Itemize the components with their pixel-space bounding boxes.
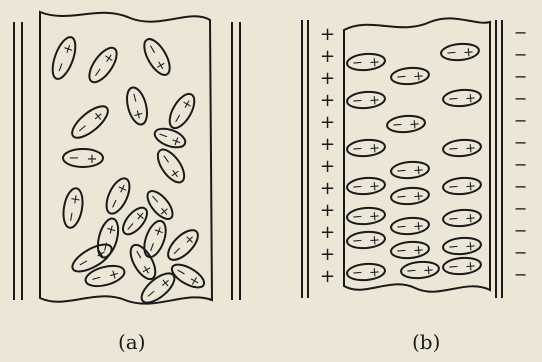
molecule-positive-sign: + xyxy=(465,179,477,195)
molecule-positive-sign: + xyxy=(369,141,381,157)
positive-plate-sign: + xyxy=(320,112,335,133)
positive-plate-sign: + xyxy=(320,134,335,155)
negative-plate-sign: − xyxy=(514,265,527,284)
molecule-negative-sign: − xyxy=(447,91,459,107)
molecule-negative-sign: − xyxy=(351,209,363,225)
molecule-positive-sign: + xyxy=(463,45,475,61)
negative-plate-sign: − xyxy=(514,243,527,262)
molecule-negative-sign: − xyxy=(395,219,407,235)
negative-plate-sign: − xyxy=(514,45,527,64)
molecule-negative-sign: − xyxy=(395,163,407,179)
molecule-negative-sign: − xyxy=(447,239,459,255)
molecule-positive-sign: + xyxy=(465,91,477,107)
positive-plate-sign: + xyxy=(320,156,335,177)
positive-plate-sign: + xyxy=(320,46,335,67)
molecule-negative-sign: − xyxy=(405,263,417,279)
molecule-positive-sign: + xyxy=(465,141,477,157)
molecule-positive-sign: + xyxy=(369,233,381,249)
molecule-negative-sign: − xyxy=(351,265,363,281)
molecule-negative-sign: − xyxy=(69,151,80,166)
molecule-positive-sign: + xyxy=(413,189,425,205)
molecule-positive-sign: + xyxy=(87,152,98,167)
molecule-negative-sign: − xyxy=(447,179,459,195)
positive-plate-sign: + xyxy=(320,24,335,45)
molecule-negative-sign: − xyxy=(351,179,363,195)
molecule-positive-sign: + xyxy=(413,219,425,235)
molecule-positive-sign: + xyxy=(413,163,425,179)
negative-plate-sign: − xyxy=(514,199,527,218)
positive-plate-sign: + xyxy=(320,244,335,265)
molecule-negative-sign: − xyxy=(447,259,459,275)
molecule-positive-sign: + xyxy=(413,243,425,259)
molecule-negative-sign: − xyxy=(351,93,363,109)
negative-plate-sign: − xyxy=(514,23,527,42)
molecule-positive-sign: + xyxy=(369,265,381,281)
molecule-positive-sign: + xyxy=(413,69,425,85)
molecule-negative-sign: − xyxy=(351,55,363,71)
molecule-positive-sign: + xyxy=(423,263,435,279)
positive-plate-sign: + xyxy=(320,68,335,89)
negative-plate-sign: − xyxy=(514,177,527,196)
molecule-negative-sign: − xyxy=(447,211,459,227)
molecule-positive-sign: + xyxy=(465,211,477,227)
molecule-positive-sign: + xyxy=(465,239,477,255)
positive-plate-signs: ++++++++++++ xyxy=(320,24,335,287)
molecule-negative-sign: − xyxy=(395,69,407,85)
caption-b: (b) xyxy=(412,330,440,354)
molecule-negative-sign: − xyxy=(447,141,459,157)
molecule-positive-sign: + xyxy=(369,55,381,71)
negative-plate-sign: − xyxy=(514,111,527,130)
negative-plate-sign: − xyxy=(514,133,527,152)
molecule-positive-sign: + xyxy=(369,93,381,109)
caption-a: (a) xyxy=(118,330,146,354)
negative-plate-sign: − xyxy=(514,89,527,108)
positive-plate-sign: + xyxy=(320,200,335,221)
negative-plate-sign: − xyxy=(514,67,527,86)
molecule-positive-sign: + xyxy=(409,117,421,133)
positive-plate-sign: + xyxy=(320,222,335,243)
positive-plate-sign: + xyxy=(320,90,335,111)
molecule-negative-sign: − xyxy=(391,117,403,133)
positive-plate-sign: + xyxy=(320,178,335,199)
molecule-negative-sign: − xyxy=(395,189,407,205)
molecule-positive-sign: + xyxy=(465,259,477,275)
positive-plate-sign: + xyxy=(320,266,335,287)
negative-plate-sign: − xyxy=(514,155,527,174)
molecule-negative-sign: − xyxy=(351,141,363,157)
molecule-positive-sign: + xyxy=(369,209,381,225)
molecule-negative-sign: − xyxy=(395,243,407,259)
molecule-negative-sign: − xyxy=(351,233,363,249)
negative-plate-sign: − xyxy=(514,221,527,240)
molecule-negative-sign: − xyxy=(445,45,457,61)
molecule-positive-sign: + xyxy=(369,179,381,195)
